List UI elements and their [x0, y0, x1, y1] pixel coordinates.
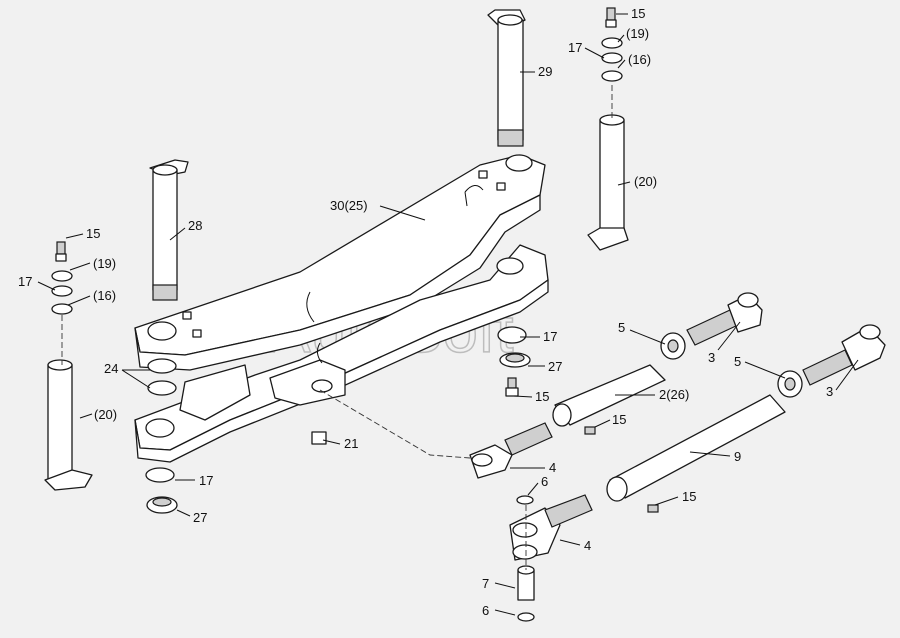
callout-7: 7	[482, 576, 489, 591]
callout-17: 17	[543, 329, 557, 344]
fittings-small	[584, 426, 659, 513]
callout-17: 17	[568, 40, 582, 55]
callout-28: 28	[188, 218, 202, 233]
pin-part-29	[487, 9, 526, 147]
assembly-line-1	[319, 389, 471, 459]
tube-part-2	[552, 364, 666, 427]
ring-nut-bottom	[145, 467, 178, 514]
callout-3: 3	[826, 384, 833, 399]
callout-27: 27	[548, 359, 562, 374]
callout-labels: 15 (19) 17 (16) 29 (20) 30(25) 28 15 (19…	[18, 6, 833, 618]
callout-17: 17	[18, 274, 32, 289]
callout-16: (16)	[93, 288, 116, 303]
tube-part-9	[606, 394, 786, 502]
pin-part-20-left	[44, 359, 93, 491]
callout-20: (20)	[94, 407, 117, 422]
clevis-part-4-a	[469, 422, 553, 479]
callout-19: (19)	[93, 256, 116, 271]
callout-5: 5	[618, 320, 625, 335]
callout-15: 15	[86, 226, 100, 241]
callout-15: 15	[612, 412, 626, 427]
callout-29: 29	[538, 64, 552, 79]
clevis-part-4-b	[509, 494, 593, 561]
callout-24: 24	[104, 361, 118, 376]
callout-5: 5	[734, 354, 741, 369]
callout-27: 27	[193, 510, 207, 525]
nut-part-5-a	[660, 332, 686, 360]
frame-part-30	[134, 154, 549, 463]
callout-15: 15	[535, 389, 549, 404]
callout-17: 17	[199, 473, 213, 488]
pin-part-28	[149, 159, 189, 301]
pin-part-20-top	[587, 114, 629, 251]
callout-21: 21	[344, 436, 358, 451]
pin-part-7	[516, 495, 535, 622]
callout-16: (16)	[628, 52, 651, 67]
fitting-stack-top	[601, 7, 623, 82]
callout-30-25: 30(25)	[330, 198, 368, 213]
callout-6: 6	[482, 603, 489, 618]
callout-3: 3	[708, 350, 715, 365]
callout-15: 15	[682, 489, 696, 504]
clevis-part-3-a	[686, 292, 763, 346]
callout-2-26: 2(26)	[659, 387, 689, 402]
callout-6: 6	[541, 474, 548, 489]
callout-4: 4	[584, 538, 591, 553]
nut-part-5-b	[777, 370, 803, 398]
callout-9: 9	[734, 449, 741, 464]
ring-nut-mid	[497, 326, 531, 397]
callout-4: 4	[549, 460, 556, 475]
callout-20: (20)	[634, 174, 657, 189]
washer-part-24	[147, 358, 177, 396]
callout-19: (19)	[626, 26, 649, 41]
leader-lines	[37, 13, 859, 616]
callout-15: 15	[631, 6, 645, 21]
nut-part-21	[311, 431, 327, 445]
clevis-part-3-b	[802, 324, 886, 386]
fitting-stack-left	[51, 241, 73, 315]
